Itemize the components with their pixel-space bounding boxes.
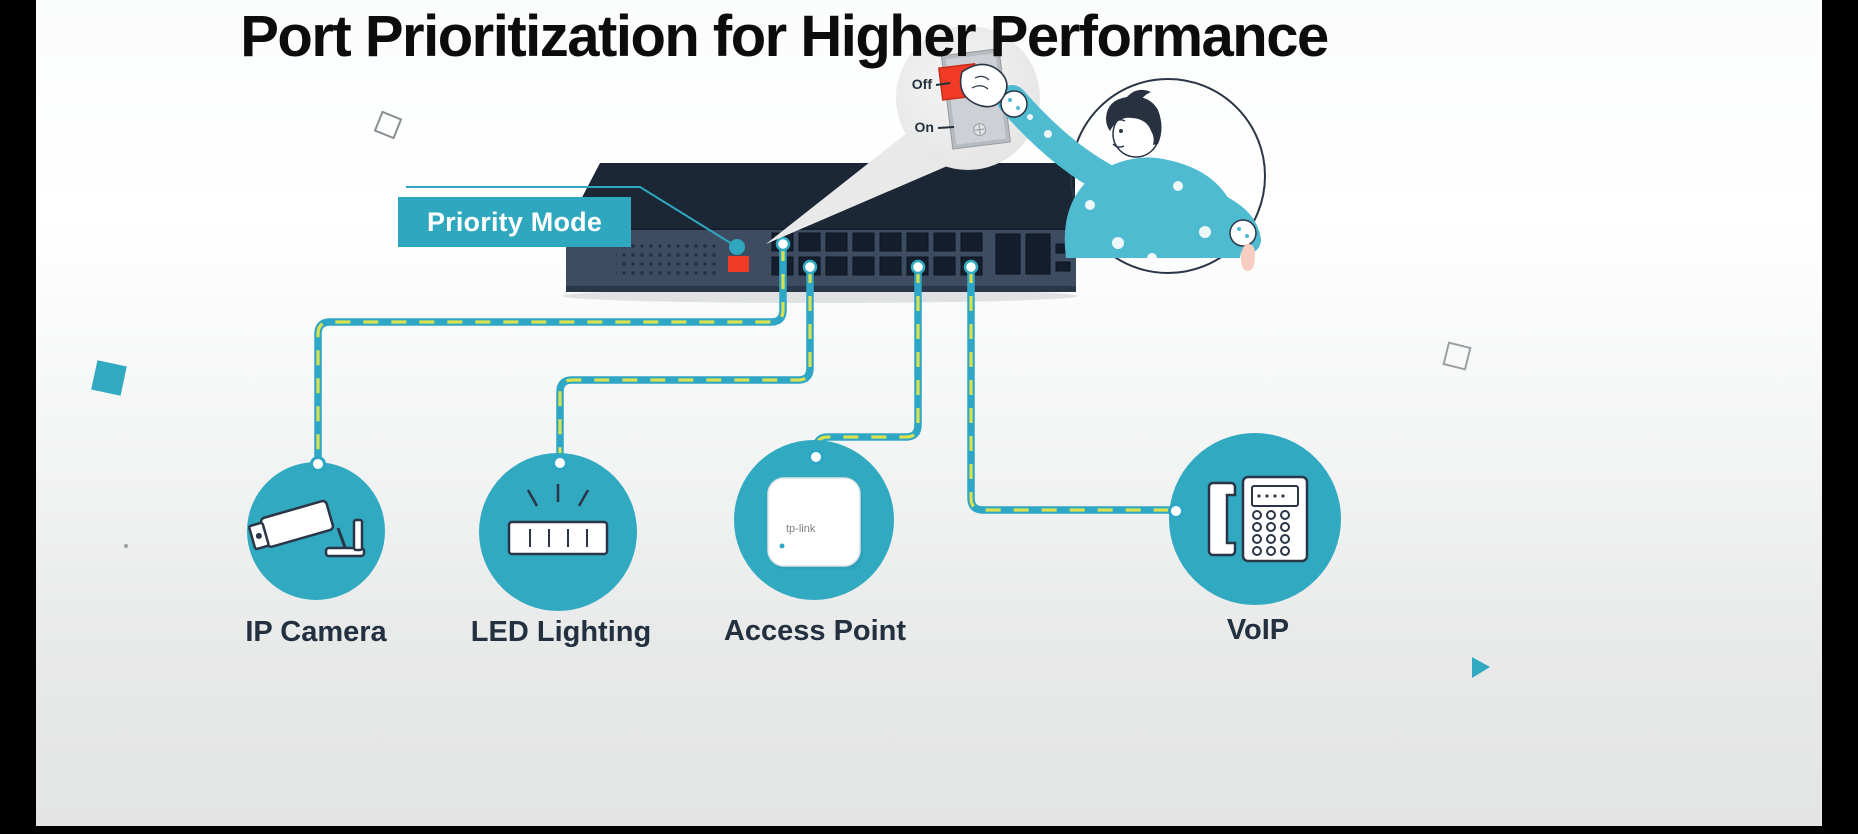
page-title: Port Prioritization for Higher Performan… <box>240 4 1329 69</box>
person-right-cuff <box>1229 219 1257 247</box>
cuff-dot <box>1237 227 1241 231</box>
voip-phone-icon <box>1207 475 1309 563</box>
priority-mode-button <box>728 256 749 272</box>
decor-shapes <box>91 110 1490 678</box>
glove-finger-lines <box>971 75 990 90</box>
cuff-dot <box>1245 234 1249 238</box>
cable-ip-camera <box>314 246 787 462</box>
cable-end-dot <box>310 456 326 472</box>
person-eyebrow <box>1113 118 1126 123</box>
sfp-port <box>1025 233 1051 275</box>
letterbox-right <box>1822 0 1858 834</box>
access-point-icon: tp-link <box>767 477 863 570</box>
decor-square-teal <box>91 360 127 396</box>
voip-label: VoIP <box>1226 614 1290 646</box>
person-hair <box>1106 96 1162 145</box>
letterbox-bottom <box>0 826 1858 834</box>
callout-off-label: Off <box>912 76 933 92</box>
cable-led-lighting <box>556 268 814 461</box>
device-voip <box>1168 433 1341 605</box>
decor-square-outline-left <box>373 110 403 140</box>
port-connector-dot <box>910 259 926 275</box>
led-lighting-icon <box>507 484 609 556</box>
letterbox-left <box>0 0 36 834</box>
screw-cross <box>974 124 985 135</box>
decor-triangle-teal <box>1472 657 1490 678</box>
sweater-dot <box>1173 181 1183 191</box>
priority-mode-badge: Priority Mode <box>398 197 631 247</box>
led-lighting-label: LED Lighting <box>470 616 652 648</box>
person-smile <box>1112 143 1125 148</box>
access-point-logo: tp-link <box>786 523 816 535</box>
cable-voip <box>967 268 1172 514</box>
sweater-dot <box>1199 226 1211 238</box>
priority-pointer <box>406 186 745 255</box>
sweater-dot <box>1027 114 1033 120</box>
device-ip-camera <box>247 456 385 600</box>
device-access-point: tp-link <box>734 440 894 600</box>
ip-camera-label: IP Camera <box>245 616 387 648</box>
port-connector-dot <box>775 236 791 252</box>
person-hair-swoosh <box>1127 89 1151 101</box>
cable-end-dot <box>1168 503 1184 519</box>
callout-tail <box>766 132 952 244</box>
access-point-label: Access Point <box>723 615 907 647</box>
person-eye <box>1119 129 1123 133</box>
sweater-dot <box>1085 200 1095 210</box>
person-pointing-finger <box>1241 243 1255 271</box>
sfp-port <box>995 233 1021 275</box>
person-glove-hand <box>959 63 1008 108</box>
decor-square-outline-right <box>1442 341 1472 371</box>
person-circle-outline <box>1070 78 1266 274</box>
priority-mode-label: Priority Mode <box>426 206 603 237</box>
cable-end-dot <box>552 455 568 471</box>
sweater-dot <box>1112 237 1124 249</box>
off-tick <box>935 82 951 86</box>
sweater-dot <box>1044 130 1052 138</box>
port-connector-dot <box>963 259 979 275</box>
person-left-cuff <box>1000 90 1028 118</box>
switch-shadow <box>562 289 1078 303</box>
switch-base <box>566 286 1076 292</box>
cables <box>314 246 1172 514</box>
callout-on-label: On <box>915 119 934 135</box>
network-switch <box>566 163 1076 292</box>
cable-end-dot <box>808 449 824 465</box>
switch-vents <box>616 241 716 278</box>
priority-pointer-dot <box>729 239 745 255</box>
cuff-dot <box>1008 98 1012 102</box>
port-connector-dot <box>802 259 818 275</box>
decor-dot <box>124 544 128 548</box>
switch-ports <box>771 232 1071 276</box>
on-tick <box>937 126 955 129</box>
sweater-dot <box>1147 253 1157 263</box>
ip-camera-icon <box>248 499 366 558</box>
switch-top-face <box>566 163 1075 228</box>
device-led-lighting <box>479 453 637 611</box>
cuff-dot <box>1016 106 1020 110</box>
person-left-arm-group <box>959 63 1123 195</box>
port-connector-dots <box>775 236 979 275</box>
